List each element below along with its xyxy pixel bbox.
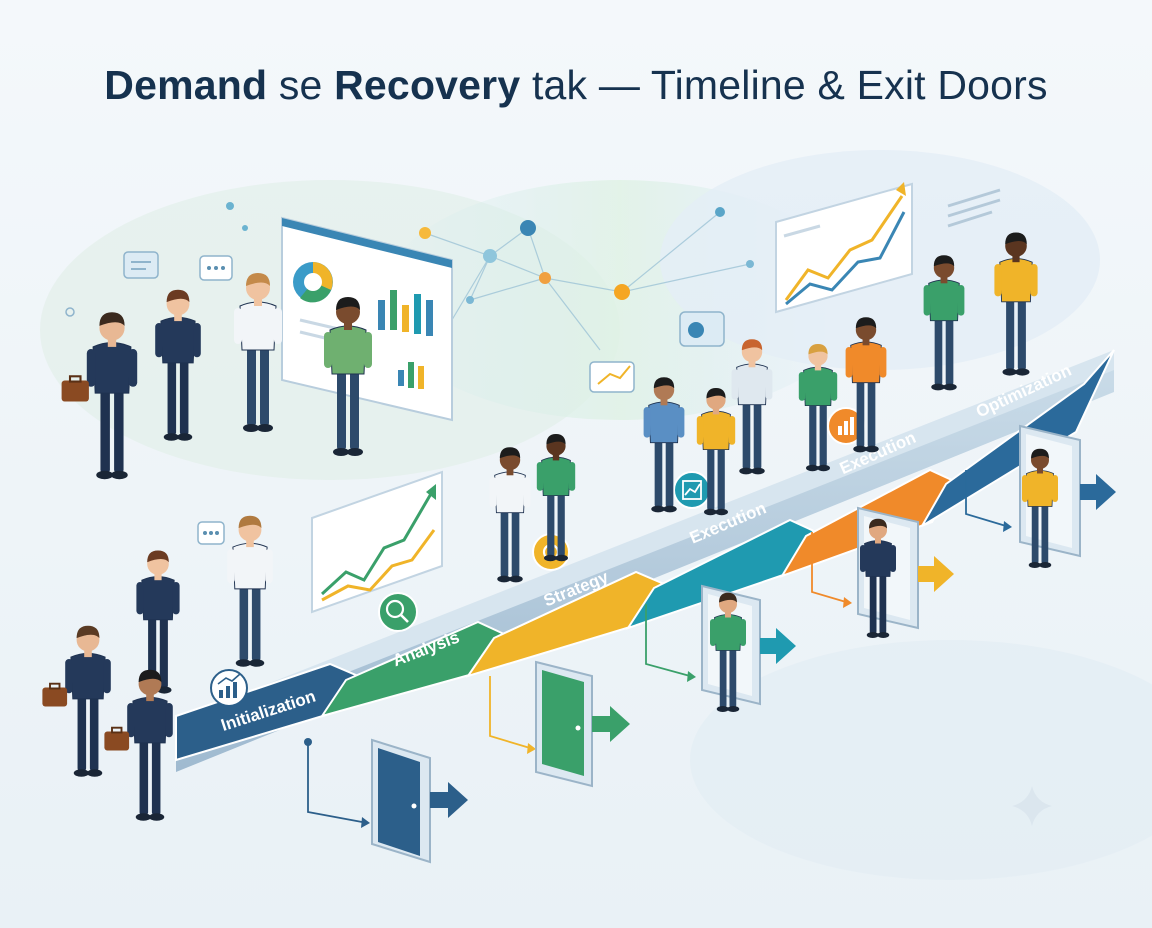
magnifier-gear-icon (378, 592, 418, 632)
person-figure (61, 312, 138, 480)
page-title: Demand se Recovery tak — Timeline & Exit… (0, 62, 1152, 109)
person-figure (798, 344, 838, 472)
title-recovery: Recovery (334, 62, 521, 108)
stage-segment-1 (175, 662, 360, 762)
person-figure (860, 518, 896, 638)
stage-segment-4 (625, 518, 818, 630)
person-figure (923, 255, 965, 391)
person-figure (489, 447, 531, 583)
exit-door-2 (535, 660, 630, 788)
person-figure (643, 377, 685, 513)
person-figure (1022, 448, 1058, 568)
timeline-beam-top (176, 350, 1114, 740)
chart-report-icon (673, 471, 711, 509)
person-figure (234, 273, 282, 432)
person-figure (155, 289, 201, 441)
dashboard-panel (281, 216, 453, 422)
person-figure (42, 625, 111, 777)
sparkle-icon (1012, 786, 1052, 826)
growth-chart-panel (775, 182, 913, 314)
stage-segment-2 (319, 620, 506, 718)
exit-door-1 (371, 738, 468, 864)
stage-segment-3 (465, 570, 666, 678)
title-rest: tak — Timeline & Exit Doors (520, 62, 1048, 108)
person-figure (324, 297, 372, 456)
chart-growth-icon (210, 669, 248, 707)
person-figure (696, 388, 736, 516)
person-figure (104, 669, 173, 821)
person-figure (227, 515, 273, 667)
people-figures (42, 232, 1058, 821)
person-figure (731, 339, 773, 475)
speech-bubbles (123, 188, 1001, 545)
person-figure (994, 232, 1038, 376)
person-figure (536, 434, 576, 562)
person-figure (136, 550, 180, 694)
trend-chart-panel (311, 470, 443, 614)
network-nodes (65, 202, 754, 317)
exit-connectors (304, 470, 1012, 828)
person-figure (845, 317, 887, 453)
title-se: se (267, 62, 335, 108)
person-figure (710, 592, 746, 712)
title-demand: Demand (104, 62, 268, 108)
